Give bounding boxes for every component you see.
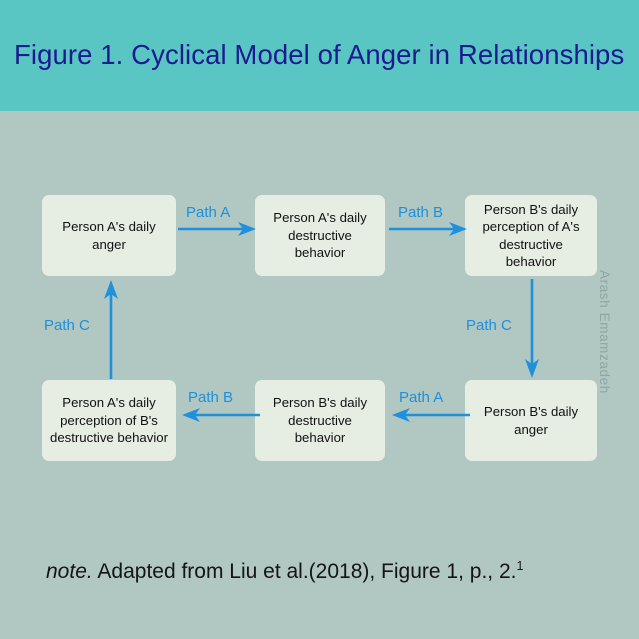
path-label-b-bottom: Path B xyxy=(188,389,234,406)
node-person-b-daily-anger: Person B's daily anger xyxy=(465,380,597,461)
page-title: Figure 1. Cyclical Model of Anger in Rel… xyxy=(14,39,625,70)
node-label: Person A's daily destructive behavior xyxy=(273,210,367,261)
arrow-left-path-b-bottom xyxy=(182,408,260,422)
path-label-a-bottom: Path A xyxy=(399,389,444,406)
path-label-c-right: Path C xyxy=(466,317,512,334)
path-label-c-left: Path C xyxy=(44,317,90,334)
node-label: Person B's daily perception of A's destr… xyxy=(482,201,580,270)
cyclical-model-diagram: Person A's daily anger Person A's daily … xyxy=(0,111,639,521)
node-person-a-perception-of-b: Person A's daily perception of B's destr… xyxy=(42,380,176,461)
node-person-b-destructive-behavior: Person B's daily destructive behavior xyxy=(255,380,385,461)
node-label: Person B's daily destructive behavior xyxy=(272,395,368,446)
arrow-up-path-c-left xyxy=(104,280,118,379)
path-label-b-top: Path B xyxy=(398,204,444,221)
note-text: Adapted from Liu et al.(2018), Figure 1,… xyxy=(92,560,517,583)
node-person-a-daily-anger: Person A's daily anger xyxy=(42,195,176,276)
path-label-a-top: Path A xyxy=(186,204,231,221)
title-banner: Figure 1. Cyclical Model of Anger in Rel… xyxy=(0,0,639,111)
watermark-author: Arash Emamzadeh xyxy=(597,270,612,394)
node-person-b-perception-of-a: Person B's daily perception of A's destr… xyxy=(465,195,597,276)
arrow-left-path-a-bottom xyxy=(392,408,470,422)
arrow-down-path-c-right xyxy=(525,279,539,378)
node-person-a-destructive-behavior: Person A's daily destructive behavior xyxy=(255,195,385,276)
note-footnote-marker: 1 xyxy=(516,559,524,573)
node-label: Person B's daily anger xyxy=(483,404,579,437)
node-label: Person A's daily anger xyxy=(62,219,156,252)
node-label: Person A's daily perception of B's destr… xyxy=(49,395,169,446)
arrow-right-path-b-top xyxy=(389,222,467,236)
figure-note: note. Adapted from Liu et al.(2018), Fig… xyxy=(46,552,523,586)
note-keyword: note. xyxy=(46,560,93,583)
arrow-right-path-a-top xyxy=(178,222,256,236)
